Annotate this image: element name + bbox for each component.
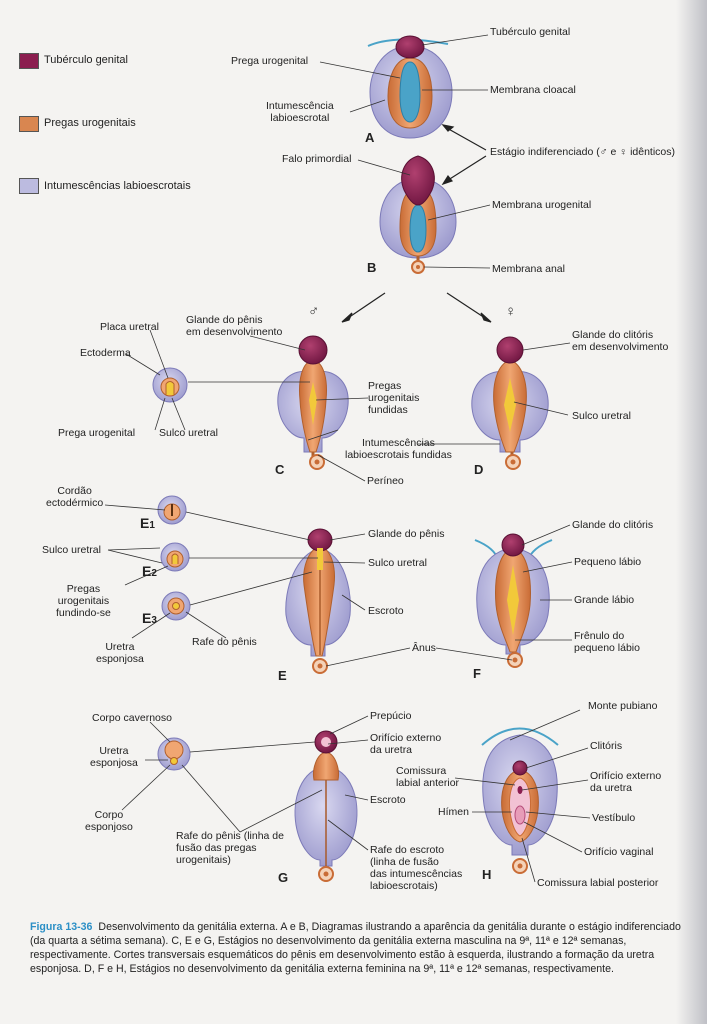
label-intumescencia-labioescrotal: Intumescência labioescrotal — [266, 100, 334, 124]
label-orificio-vaginal: Orifício vaginal — [584, 846, 654, 858]
diagram-d — [471, 336, 549, 470]
diagram-a — [367, 35, 453, 139]
label-glande-penis: Glande do pênis — [368, 528, 445, 540]
legend-label-tuberculo: Tubérculo genital — [44, 54, 128, 66]
male-symbol-icon: ♂ — [308, 303, 320, 320]
cross-section-e1 — [157, 495, 187, 525]
label-prega-urogenital: Prega urogenital — [231, 55, 309, 67]
label-corpo-cavernoso: Corpo cavernoso — [92, 712, 172, 724]
label-escroto-e: Escroto — [368, 605, 404, 617]
label-glande-penis-desenvolvimento: Glande do pênis em desenvolvimento — [186, 314, 283, 338]
label-orificio-uretra-h: Orifício externo da uretra — [590, 770, 662, 794]
label-vestibulo: Vestíbulo — [592, 812, 636, 824]
panel-label-a: A — [365, 130, 375, 145]
diagram-e — [285, 528, 351, 674]
label-comissura-labial-posterior: Comissura labial posterior — [537, 877, 659, 889]
label-pregas-fundindo: Pregas urogenitais fundindo-se — [56, 583, 111, 619]
label-frenulo-pequeno-labio: Frênulo do pequeno lábio — [574, 630, 640, 654]
legend-label-pregas: Pregas urogenitais — [44, 117, 136, 129]
panel-label-h: H — [482, 867, 492, 882]
label-membrana-urogenital: Membrana urogenital — [492, 199, 592, 211]
label-rafe-escroto: Rafe do escroto (linha de fusão das intu… — [370, 844, 463, 892]
diagram-f — [474, 533, 553, 668]
label-clitoris: Clitóris — [590, 740, 623, 752]
label-comissura-labial-anterior: Comissura labial anterior — [396, 765, 460, 789]
branch-arrows — [341, 124, 492, 323]
label-sulco-uretral-e2: Sulco uretral — [368, 557, 427, 569]
label-tuberculo-genital: Tubérculo genital — [490, 26, 571, 38]
label-sulco-uretral-e: Sulco uretral — [42, 544, 101, 556]
label-placa-uretral: Placa uretral — [100, 321, 159, 333]
panel-label-e: E — [278, 668, 287, 683]
diagram-b — [379, 155, 457, 274]
section-label-e2: E2 — [142, 563, 157, 579]
label-rafe-penis-e: Rafe do pênis — [192, 636, 257, 648]
panel-label-c: C — [275, 462, 285, 477]
label-orificio-uretra-g: Orifício externo da uretra — [370, 732, 442, 756]
label-uretra-esponjosa-g: Uretra esponjosa — [90, 745, 138, 769]
diagram-h — [481, 727, 559, 874]
label-prega-urogenital-c: Prega urogenital — [58, 427, 136, 439]
label-escroto-g: Escroto — [370, 794, 406, 806]
legend-swatch-intumescencias — [19, 178, 39, 194]
label-glande-clitoris: Glande do clitóris — [572, 519, 654, 531]
section-label-e1: E1 — [140, 515, 155, 531]
label-cordao-ectodermico: Cordão ectodérmico — [46, 485, 104, 509]
panel-label-f: F — [473, 666, 481, 681]
female-symbol-icon: ♀ — [505, 303, 517, 320]
label-perineo: Períneo — [367, 475, 404, 487]
label-estagio-indiferenciado: Estágio indiferenciado (♂ e ♀ idênticos) — [490, 146, 676, 158]
page-edge-shadow — [676, 0, 707, 1024]
label-grande-labio: Grande lábio — [574, 594, 635, 606]
label-corpo-esponjoso: Corpo esponjoso — [85, 809, 133, 833]
label-intumescencias-fundidas: Intumescências labioescrotais fundidas — [345, 437, 452, 461]
leader-lines — [104, 34, 591, 883]
legend-label-intumescencias: Intumescências labioescrotais — [44, 180, 191, 192]
label-membrana-cloacal: Membrana cloacal — [490, 84, 576, 96]
cross-section-e2 — [160, 542, 190, 572]
label-membrana-anal: Membrana anal — [492, 263, 565, 275]
panel-label-g: G — [278, 870, 289, 885]
label-sulco-uretral-c: Sulco uretral — [159, 427, 218, 439]
label-pregas-urogenitais-fundidas: Pregas urogenitais fundidas — [368, 380, 420, 416]
label-rafe-penis-g: Rafe do pênis (linha de fusão das pregas… — [176, 830, 284, 866]
label-glande-clitoris-desenvolvimento: Glande do clitóris em desenvolvimento — [572, 329, 669, 353]
label-prepucio: Prepúcio — [370, 710, 412, 722]
label-uretra-esponjosa-e: Uretra esponjosa — [96, 641, 144, 665]
label-sulco-uretral-d: Sulco uretral — [572, 410, 631, 422]
cross-section-g — [157, 737, 191, 771]
panel-label-b: B — [367, 260, 377, 275]
label-pequeno-labio: Pequeno lábio — [574, 556, 642, 568]
label-ectoderma: Ectoderma — [80, 347, 131, 359]
caption-figure-number: Figura 13-36 — [30, 921, 93, 933]
panel-label-d: D — [474, 462, 484, 477]
legend-swatch-pregas — [19, 116, 39, 132]
label-anus: Ânus — [412, 642, 436, 654]
cross-section-e3 — [161, 591, 191, 621]
label-monte-pubiano: Monte pubiano — [588, 700, 658, 712]
cross-section-c — [152, 367, 188, 403]
diagram-g — [294, 730, 358, 882]
diagram-c — [277, 335, 349, 470]
section-label-e3: E3 — [142, 610, 157, 626]
label-falo-primordial: Falo primordial — [282, 153, 352, 165]
caption-text: Desenvolvimento da genitália externa. A … — [30, 921, 681, 975]
label-himen: Hímen — [438, 806, 469, 818]
legend-swatch-tuberculo — [19, 53, 39, 69]
